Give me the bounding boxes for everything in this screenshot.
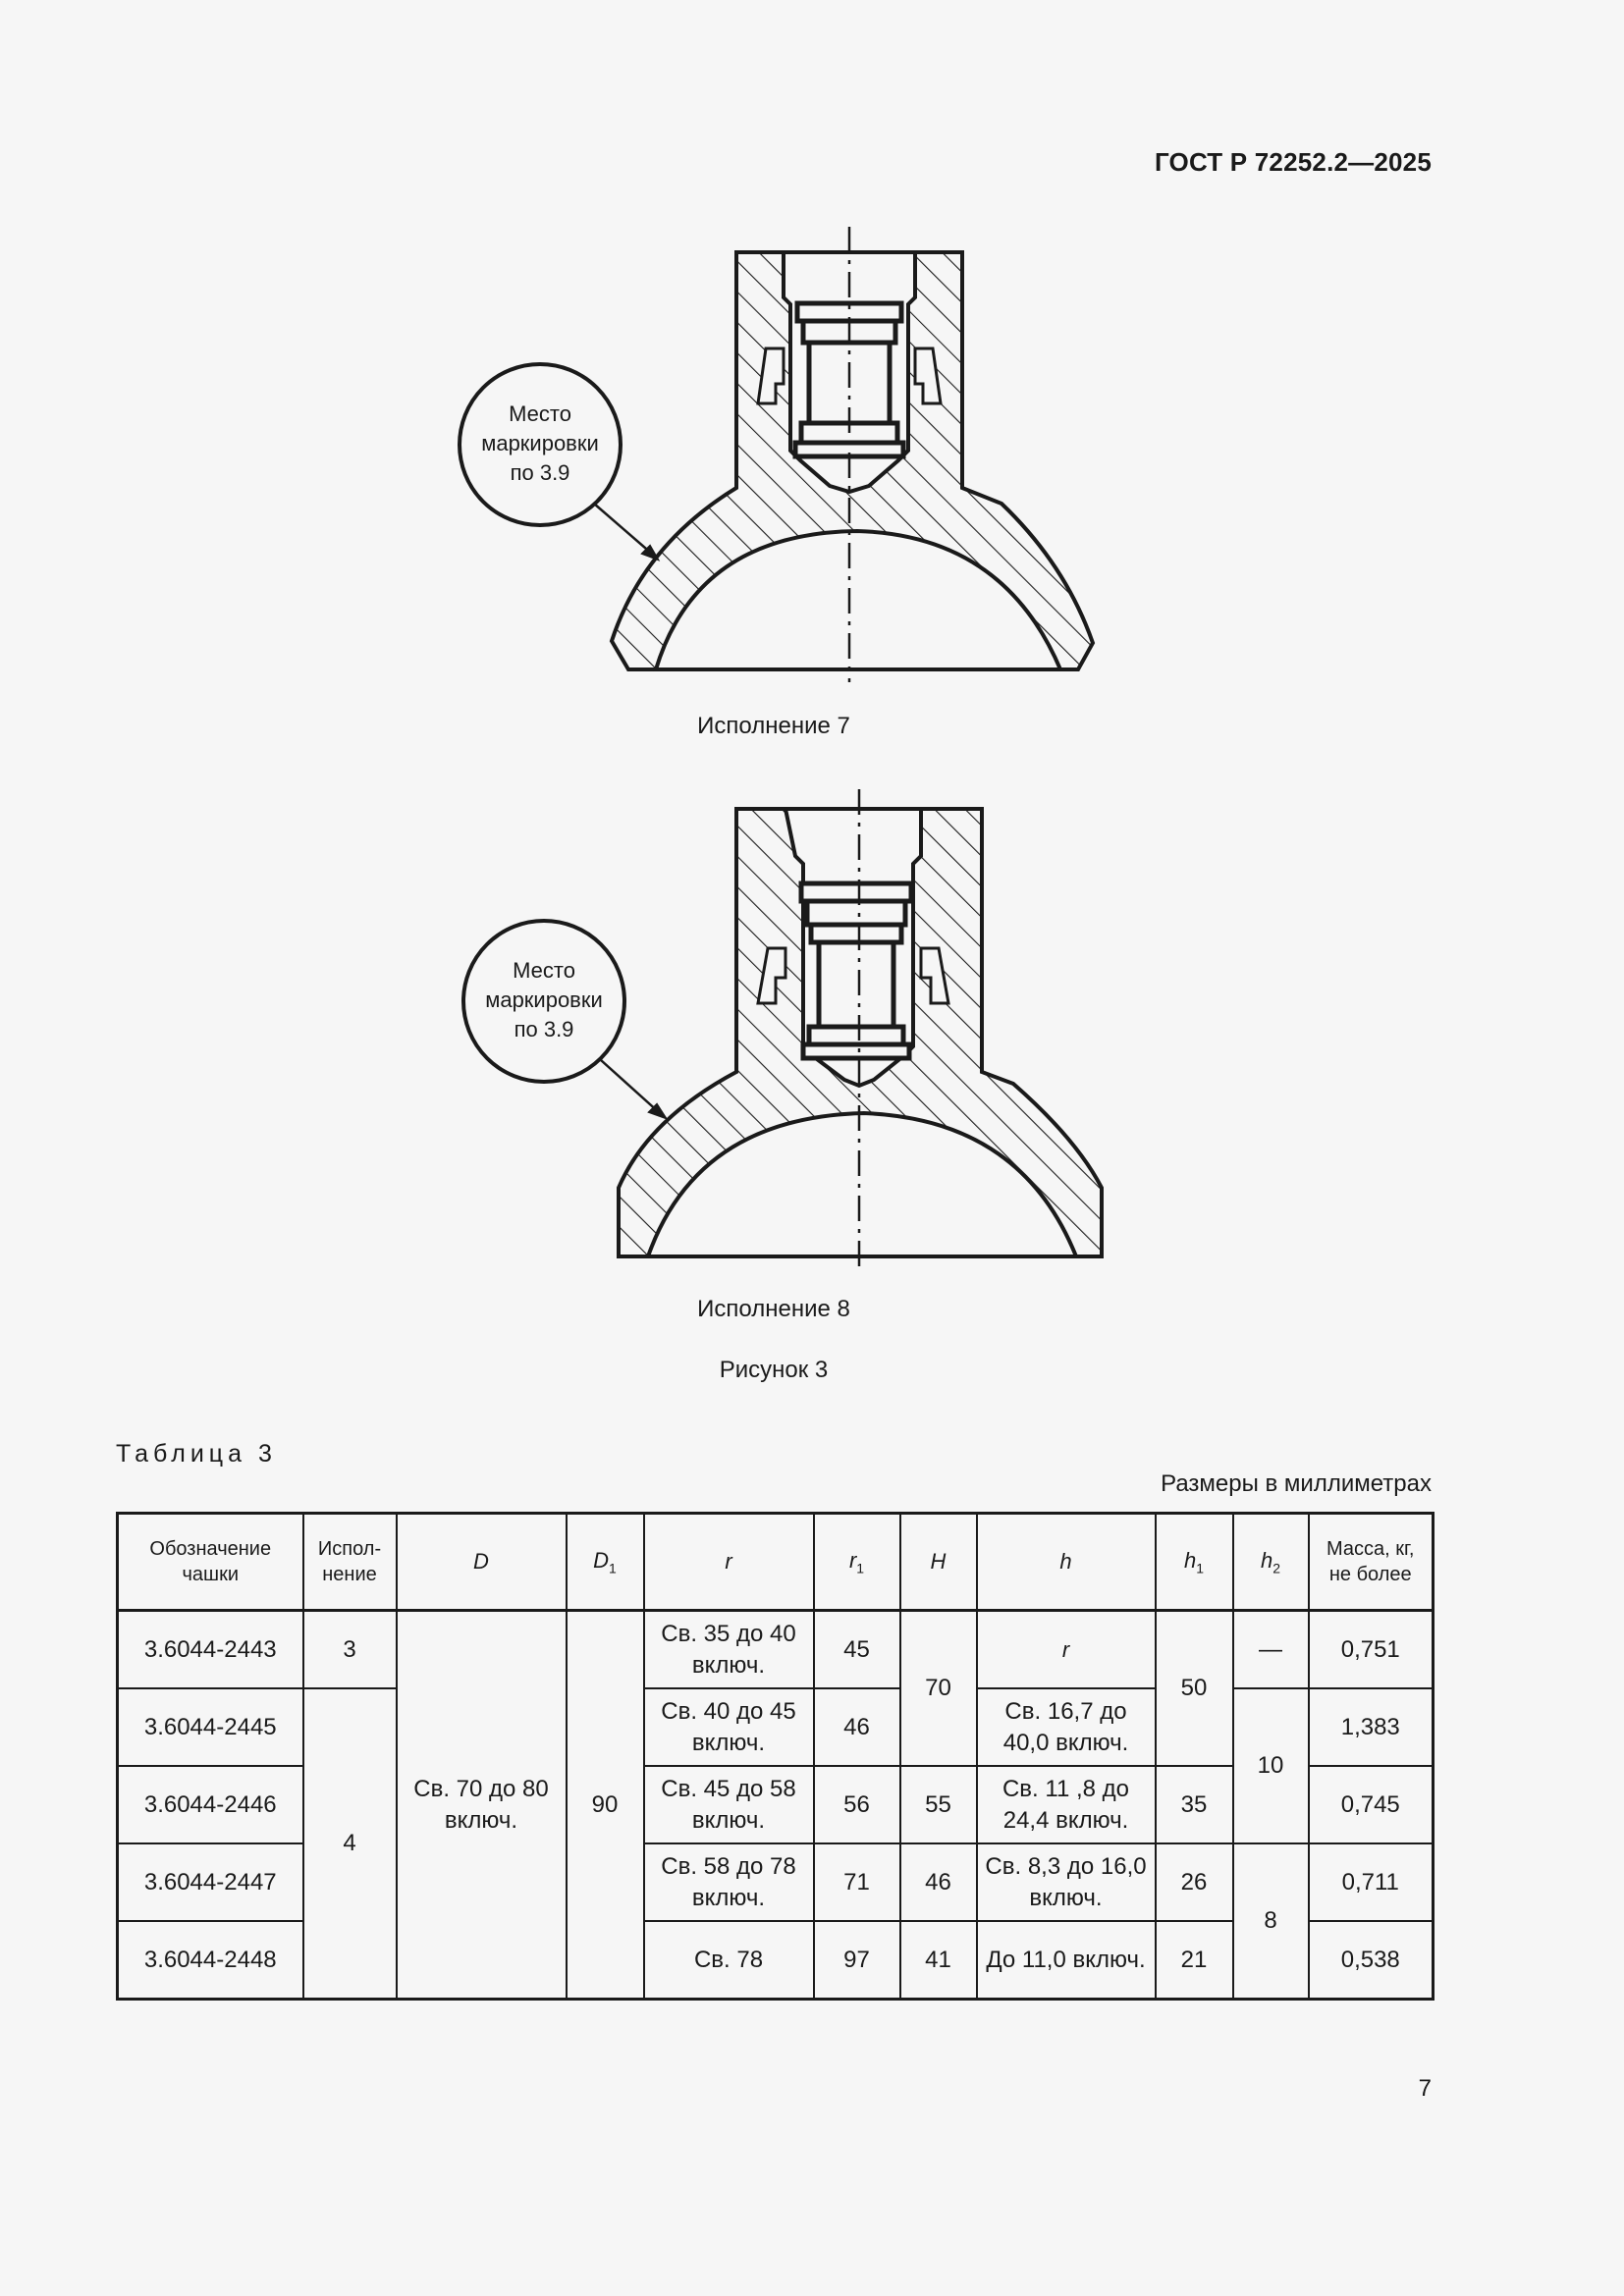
table-row: 3.6044-2445 4 Св. 40 до 45 включ. 46 Св.… — [116, 1687, 1435, 2001]
cell-mass: 0,751 — [1307, 1609, 1435, 1689]
table-label: Таблица 3 — [116, 1440, 277, 1468]
cell-h: Св. 16,7 до 40,0 включ. — [975, 1687, 1157, 1767]
marking-callout-circle — [461, 919, 626, 1084]
cell-r1: 71 — [812, 1842, 901, 1922]
callout-line-1: Место — [509, 401, 571, 426]
col-h: h — [975, 1512, 1157, 1612]
col-mass: Масса, кг, не более — [1307, 1512, 1435, 1612]
cell-r: Св. 58 до 78 включ. — [642, 1842, 815, 1922]
figure-version-7: Место маркировки по 3.9 — [452, 221, 1119, 692]
cell-mass: 0,711 — [1307, 1842, 1435, 1922]
cell-designation: 3.6044-2447 — [116, 1842, 304, 1922]
col-r1: r1 — [812, 1512, 901, 1612]
table-row: 3.6044-2443 3 Св. 70 до 80 включ. 90 Св.… — [116, 1609, 1435, 2001]
cell-h: Св. 8,3 до 16,0 включ. — [975, 1842, 1157, 1922]
col-r: r — [642, 1512, 815, 1612]
cell-r1: 56 — [812, 1765, 901, 1844]
cross-section-drawing-7: Место маркировки по 3.9 — [458, 227, 1096, 682]
col-version: Испол-нение — [301, 1512, 398, 1612]
cell-h2: 8 — [1231, 1842, 1310, 2001]
callout-line-2: маркировки — [481, 431, 599, 455]
col-designation: Обозначение чашки — [116, 1512, 304, 1612]
callout-line-3: по 3.9 — [514, 1017, 574, 1041]
cell-H: 55 — [898, 1765, 978, 1844]
callout-leader — [593, 503, 654, 556]
cell-designation: 3.6044-2445 — [116, 1687, 304, 1767]
marking-callout-circle — [458, 362, 623, 527]
page-number: 7 — [1418, 2075, 1432, 2102]
cell-mass: 1,383 — [1307, 1687, 1435, 1767]
figure-8-caption: Исполнение 8 — [697, 1296, 850, 1322]
cell-H: 41 — [898, 1920, 978, 2001]
cross-section-drawing-8: Место маркировки по 3.9 — [461, 789, 1104, 1270]
cell-h1: 26 — [1154, 1842, 1234, 1922]
cell-h2: — — [1231, 1609, 1310, 1689]
figure-7-caption: Исполнение 7 — [697, 713, 850, 739]
callout-line-3: по 3.9 — [511, 460, 570, 485]
table-units-note: Размеры в миллиметрах — [1161, 1470, 1432, 1497]
cell-h: До 11,0 включ. — [975, 1920, 1157, 2001]
table-row: 3.6044-2446 Св. 45 до 58 включ. 56 55 Св… — [116, 1765, 1435, 1844]
cell-h1: 35 — [1154, 1765, 1234, 1844]
document-code-header: ГОСТ Р 72252.2—2025 — [1154, 147, 1432, 177]
cell-r: Св. 78 — [642, 1920, 815, 2001]
cell-designation: 3.6044-2446 — [116, 1765, 304, 1844]
cell-r: Св. 35 до 40 включ. — [642, 1609, 815, 1689]
cell-r: Св. 45 до 58 включ. — [642, 1765, 815, 1844]
table-row: 3.6044-2447 Св. 58 до 78 включ. 71 46 Св… — [116, 1842, 1435, 2001]
cell-designation: 3.6044-2448 — [116, 1920, 304, 2001]
cell-D1: 90 — [565, 1609, 645, 2001]
cell-version: 3 — [301, 1609, 398, 1689]
col-D: D — [395, 1512, 568, 1612]
cell-r1: 46 — [812, 1687, 901, 1767]
col-h1: h1 — [1154, 1512, 1234, 1612]
cell-h2: 10 — [1231, 1687, 1310, 1844]
cell-r: Св. 40 до 45 включ. — [642, 1687, 815, 1767]
figure-version-8: Место маркировки по 3.9 — [452, 785, 1119, 1276]
cell-r1: 97 — [812, 1920, 901, 2001]
table-header-row: Обозначение чашки Испол-нение D D1 r r1 … — [116, 1512, 1435, 1612]
cell-H: 70 — [898, 1609, 978, 1767]
cell-h1: 21 — [1154, 1920, 1234, 2001]
cell-r1: 45 — [812, 1609, 901, 1689]
col-D1: D1 — [565, 1512, 645, 1612]
callout-line-2: маркировки — [485, 988, 603, 1012]
cell-mass: 0,538 — [1307, 1920, 1435, 2001]
col-H: H — [898, 1512, 978, 1612]
cell-h: Св. 11 ,8 до 24,4 включ. — [975, 1765, 1157, 1844]
callout-line-1: Место — [513, 958, 575, 983]
cell-version: 4 — [301, 1687, 398, 2001]
callout-leader — [600, 1059, 661, 1114]
cell-mass: 0,745 — [1307, 1765, 1435, 1844]
cell-designation: 3.6044-2443 — [116, 1609, 304, 1689]
figure-caption: Рисунок 3 — [719, 1357, 829, 1383]
dimensions-table: Обозначение чашки Испол-нение D D1 r r1 … — [116, 1512, 1435, 2001]
cell-D: Св. 70 до 80 включ. — [395, 1609, 568, 2001]
cell-H: 46 — [898, 1842, 978, 1922]
col-h2: h2 — [1231, 1512, 1310, 1612]
cell-h: r — [975, 1609, 1157, 1689]
cell-h1: 50 — [1154, 1609, 1234, 1767]
table-row: 3.6044-2448 Св. 78 97 41 До 11,0 включ. … — [116, 1920, 1435, 2001]
